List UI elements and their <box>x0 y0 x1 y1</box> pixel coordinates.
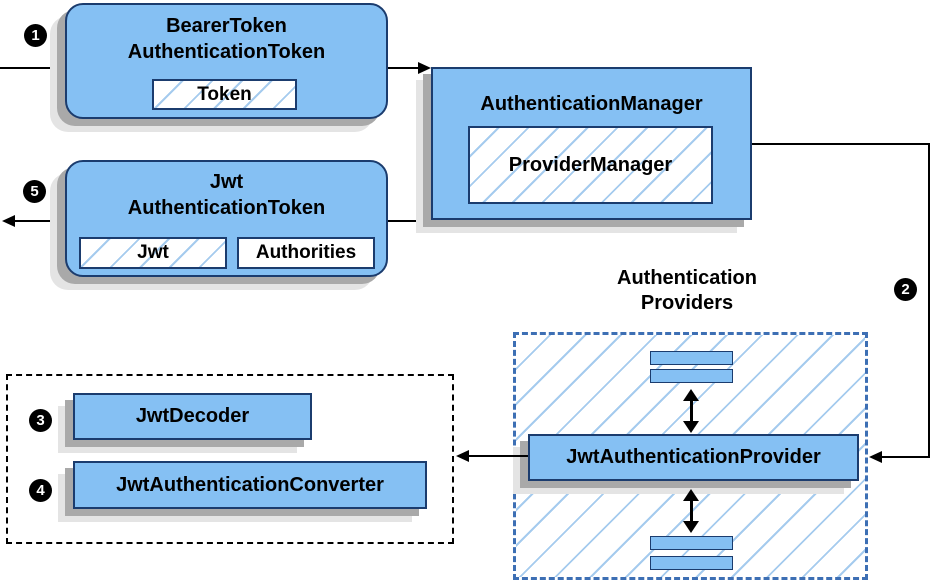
step-badge-4-number: 4 <box>36 482 45 499</box>
jwt-authentication-token-title: Jwt AuthenticationToken <box>67 169 386 221</box>
decoder-converter-box <box>6 374 454 544</box>
jwt-chip-label: Jwt <box>137 242 169 263</box>
authorities-chip-label: Authorities <box>255 242 357 263</box>
bearer-token-title: BearerToken AuthenticationToken <box>67 13 386 65</box>
arrow-up-icon <box>683 389 699 401</box>
edge-manager-to-provider-vertical-line <box>928 143 930 458</box>
provider-manager-chip: ProviderManager <box>468 126 713 204</box>
step-badge-2-number: 2 <box>901 281 910 298</box>
token-chip-label: Token <box>197 83 252 105</box>
provider-list-bar <box>650 369 733 383</box>
provider-list-bar <box>650 556 733 570</box>
arrow-down-icon <box>683 421 699 433</box>
authentication-providers-label: Authentication Providers <box>587 266 787 316</box>
step-badge-5-number: 5 <box>30 183 39 200</box>
edge-incoming-request-line <box>0 67 65 69</box>
edge-manager-to-provider-top-line <box>752 143 930 145</box>
edge-provider-to-decoder-line <box>469 455 528 457</box>
jwt-decoder-title: JwtDecoder <box>135 405 250 427</box>
edge-manager-to-jwt-token-line <box>388 220 432 222</box>
edge-manager-to-provider-arrowhead-icon <box>869 451 882 463</box>
jwt-authentication-token-title-line1: Jwt <box>209 171 244 193</box>
jwt-authentication-converter-title: JwtAuthenticationConverter <box>116 473 384 496</box>
step-badge-3-number: 3 <box>36 412 45 429</box>
provider-manager-chip-label: ProviderManager <box>508 153 673 176</box>
jwt-authentication-converter-node: JwtAuthenticationConverter <box>73 461 427 509</box>
authentication-providers-label-line1: Authentication <box>617 267 757 289</box>
arrow-up-icon <box>683 489 699 501</box>
step-badge-1: 1 <box>24 24 47 47</box>
step-badge-5: 5 <box>23 180 46 203</box>
bearer-token-authentication-token-node: BearerToken AuthenticationToken Token <box>65 3 388 119</box>
step-badge-4: 4 <box>29 479 52 502</box>
edge-jwt-token-out-line <box>14 220 65 222</box>
authentication-manager-title: AuthenticationManager <box>480 93 703 115</box>
step-badge-2: 2 <box>894 278 917 301</box>
edge-manager-to-provider-bottom-line <box>882 456 930 458</box>
edge-bearer-to-manager-line <box>388 67 419 69</box>
provider-list-bar <box>650 536 733 550</box>
step-badge-3: 3 <box>29 409 52 432</box>
jwt-authentication-provider-title: JwtAuthenticationProvider <box>566 446 821 468</box>
jwt-chip: Jwt <box>79 237 227 269</box>
bearer-token-title-line1: BearerToken <box>166 15 287 37</box>
bearer-token-title-line2: AuthenticationToken <box>127 41 326 63</box>
arrow-down-icon <box>683 521 699 533</box>
token-chip: Token <box>152 79 297 110</box>
authentication-providers-label-line2: Providers <box>640 292 734 314</box>
edge-bearer-to-manager-arrowhead-icon <box>418 62 431 74</box>
authorities-chip: Authorities <box>237 237 375 269</box>
provider-list-bar <box>650 351 733 365</box>
authentication-manager-node: AuthenticationManager ProviderManager <box>431 67 752 220</box>
edge-provider-to-decoder-arrowhead-icon <box>456 450 469 462</box>
edge-jwt-token-out-arrowhead-icon <box>2 215 15 227</box>
jwt-authentication-token-node: Jwt AuthenticationToken Jwt Authorities <box>65 160 388 277</box>
step-badge-1-number: 1 <box>31 27 40 44</box>
jwt-authentication-provider-node: JwtAuthenticationProvider <box>528 434 859 481</box>
jwt-decoder-node: JwtDecoder <box>73 393 312 440</box>
double-arrow-icon <box>682 489 700 533</box>
double-arrow-icon <box>682 389 700 433</box>
jwt-authentication-token-title-line2: AuthenticationToken <box>127 197 326 219</box>
